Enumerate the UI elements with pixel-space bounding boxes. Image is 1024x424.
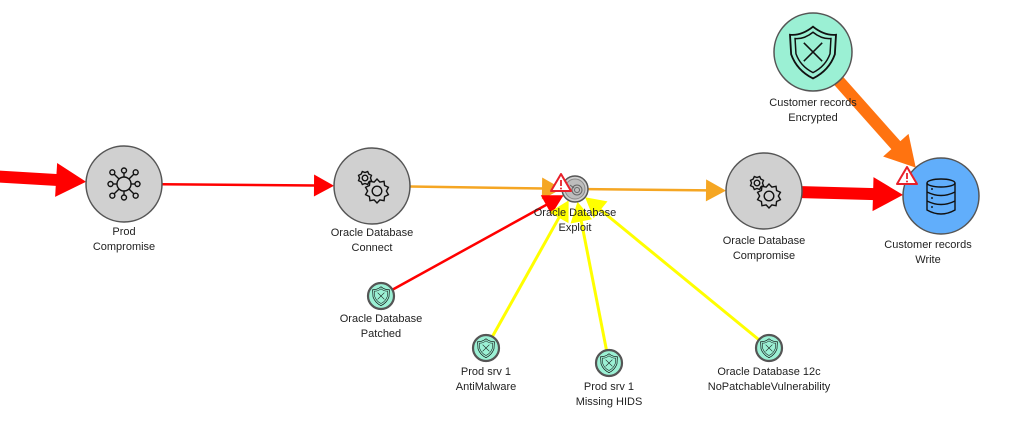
warning-icon xyxy=(550,173,572,192)
node-label-line: Connect xyxy=(351,242,393,254)
edge-customer-encrypted-to-customer-write[interactable] xyxy=(834,77,916,168)
node-prod-hids[interactable] xyxy=(594,348,624,378)
node-prod-compromise[interactable] xyxy=(85,145,163,223)
arrowhead xyxy=(55,162,87,197)
edge-line xyxy=(834,77,902,151)
node-oracle-compromise[interactable] xyxy=(725,152,803,230)
edge-line xyxy=(491,215,562,338)
arrowhead xyxy=(872,177,904,212)
node-oracle-exploit[interactable] xyxy=(550,173,589,203)
edge-line xyxy=(801,186,876,201)
node-prod-antimalware[interactable] xyxy=(471,333,501,363)
node-label-line: Oracle Database xyxy=(339,313,423,325)
gears-icon xyxy=(749,175,782,210)
network-hub-icon xyxy=(107,167,141,201)
warning-icon xyxy=(896,166,918,185)
edge-oracle-nopatch-to-oracle-exploit[interactable] xyxy=(585,197,760,341)
arrowhead xyxy=(549,200,569,224)
node-customer-encrypted[interactable] xyxy=(773,12,853,92)
shield-x-icon xyxy=(760,338,778,359)
node-label-line: Oracle Database 12c xyxy=(717,366,821,378)
node-label-line: Compromise xyxy=(732,250,796,262)
arrowhead xyxy=(540,195,564,215)
node-label-line: NoPatchableVulnerability xyxy=(707,381,831,393)
arrowhead xyxy=(585,197,608,219)
node-circle xyxy=(725,152,803,230)
node-label-line: Oracle Database xyxy=(722,235,806,247)
shield-x-icon xyxy=(789,25,837,80)
shield-x-icon xyxy=(372,286,390,307)
node-oracle-connect[interactable] xyxy=(333,147,411,225)
node-label-line: Missing HIDS xyxy=(575,396,643,408)
node-label-line: Prod xyxy=(112,226,136,238)
node-label-line: Compromise xyxy=(92,241,156,253)
edge-line xyxy=(161,183,317,187)
node-customer-write[interactable] xyxy=(896,157,980,235)
gears-icon xyxy=(357,170,390,205)
node-label-prod-antimalware: Prod srv 1 AntiMalware xyxy=(456,365,517,395)
node-label-line: Oracle Database xyxy=(533,207,617,219)
edge-prod-compromise-to-oracle-connect[interactable] xyxy=(161,174,335,197)
edge-line xyxy=(409,185,545,190)
edge-prod-hids-to-oracle-exploit[interactable] xyxy=(570,201,608,351)
exploit-icon xyxy=(569,184,583,196)
node-label-line: Write xyxy=(915,254,941,266)
edge-line xyxy=(598,207,760,341)
arrowhead xyxy=(570,201,593,224)
edge-line xyxy=(391,202,549,291)
node-label-line: Prod srv 1 xyxy=(583,381,635,393)
arrowhead xyxy=(883,133,916,168)
node-label-prod-hids: Prod srv 1 Missing HIDS xyxy=(576,380,643,410)
edge-line xyxy=(579,219,608,351)
edge-oracle-compromise-to-customer-write[interactable] xyxy=(801,177,904,212)
node-circle xyxy=(85,145,163,223)
node-label-line: Customer records xyxy=(769,97,857,109)
edge-line xyxy=(0,170,59,187)
node-label-line: Oracle Database xyxy=(330,227,414,239)
edge-oracle-connect-to-oracle-exploit[interactable] xyxy=(409,177,563,200)
node-label-line: Customer records xyxy=(884,239,972,251)
edge-oracle-exploit-to-oracle-compromise[interactable] xyxy=(587,179,727,202)
edge-offscreen-left-to-prod-compromise[interactable] xyxy=(0,162,87,197)
node-oracle-nopatch[interactable] xyxy=(754,333,784,363)
edge-prod-antimalware-to-oracle-exploit[interactable] xyxy=(491,200,569,338)
shield-x-icon xyxy=(477,338,495,359)
node-label-line: Encrypted xyxy=(788,112,838,124)
edge-line xyxy=(587,187,709,192)
node-label-line: Prod srv 1 xyxy=(460,366,512,378)
arrowhead xyxy=(313,174,335,197)
node-oracle-patched[interactable] xyxy=(366,281,396,311)
edge-oracle-patched-to-oracle-exploit[interactable] xyxy=(391,195,564,291)
node-label-line: Patched xyxy=(360,328,402,340)
arrowhead xyxy=(705,179,727,202)
shield-x-icon xyxy=(600,353,618,374)
database-icon xyxy=(926,178,956,215)
node-label-line: AntiMalware xyxy=(455,381,517,393)
node-label-line: Exploit xyxy=(558,222,592,234)
node-circle xyxy=(333,147,411,225)
nodes-layer xyxy=(85,12,980,378)
